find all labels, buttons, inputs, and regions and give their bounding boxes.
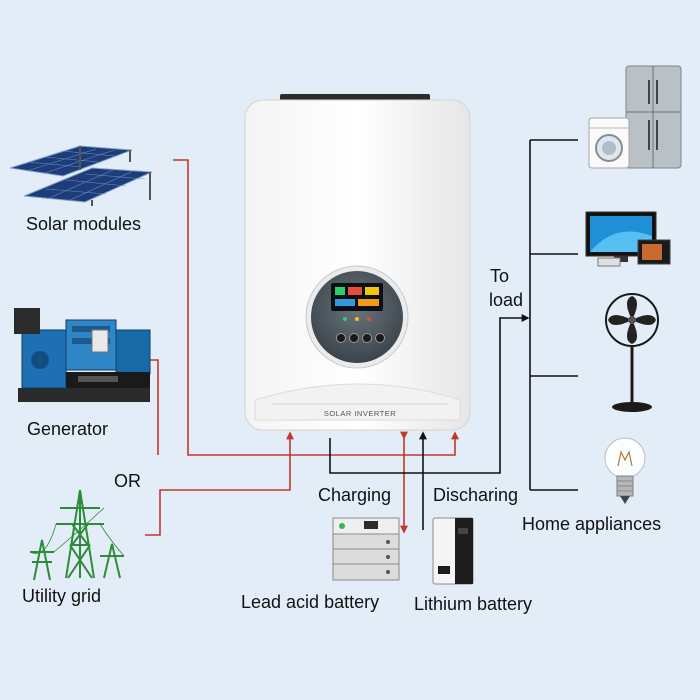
washing-machine-icon [588, 117, 630, 169]
television-icon [585, 211, 671, 267]
solar-modules-label: Solar modules [26, 214, 142, 234]
utility-grid-label: Utility grid [22, 586, 102, 606]
home-appliances-label: Home appliances [522, 514, 662, 534]
generator-label: Generator [27, 419, 109, 439]
to-load-label-line2: load [489, 290, 524, 310]
output-wiring [329, 139, 578, 530]
inverter-brand-label: SOLAR INVERTER [324, 409, 396, 418]
lead-acid-battery-label: Lead acid battery [241, 592, 380, 612]
to-load-label-line1: To [490, 266, 510, 286]
or-label: OR [114, 471, 141, 491]
discharging-label: Discharing [433, 485, 519, 505]
lead-acid-battery-icon [332, 517, 400, 581]
refrigerator-icon [625, 65, 682, 169]
charging-label: Charging [318, 485, 392, 505]
solar-panels-icon [9, 145, 153, 206]
stand-fan-icon [605, 293, 659, 412]
lithium-battery-icon [432, 517, 474, 585]
solar-inverter-device: SOLAR INVERTER [244, 94, 471, 431]
generator-icon [14, 308, 151, 402]
lithium-battery-label: Lithium battery [414, 594, 533, 614]
light-bulb-icon [604, 437, 646, 504]
utility-tower-icon [29, 489, 125, 581]
